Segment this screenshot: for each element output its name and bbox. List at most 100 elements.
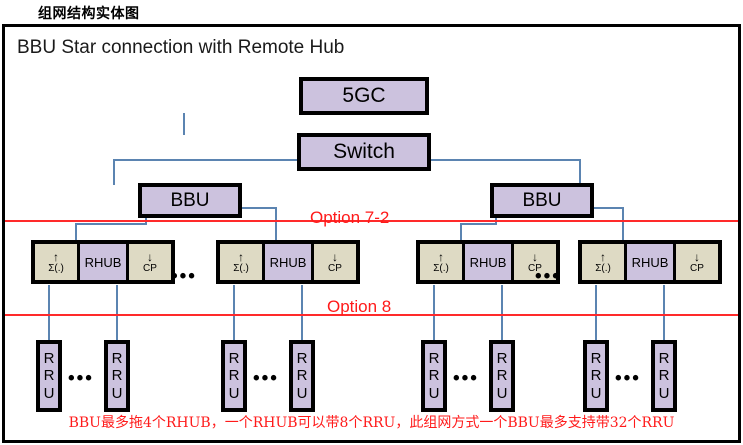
ellipsis-rru-group-1: ••• — [68, 368, 94, 389]
rru-3-letter-3: U — [228, 384, 240, 402]
rhub-1-downlink-cell: ↓ CP — [129, 244, 171, 280]
rru-4-letter-3: U — [296, 384, 308, 402]
rhub-2-uplink-cell: ↑ Σ(.) — [220, 244, 262, 280]
page-title: BBU Star connection with Remote Hub — [17, 37, 345, 58]
ellipsis-rru-group-2: ••• — [253, 368, 279, 389]
connector-rhub2-to-rru4 — [301, 285, 303, 341]
diagram-frame: BBU Star connection with Remote Hub — [2, 24, 741, 443]
bottom-note: BBU最多拖4个RHUB，一个RHUB可以带8个RRU，此组网方式一个BBU最多… — [68, 415, 675, 431]
connector-switch-bbu-right-vertical — [579, 159, 581, 185]
rhub-1-uplink-label: Σ(.) — [48, 262, 64, 274]
rru-8-letter-3: U — [658, 384, 670, 402]
page-caption: 组网结构实体图 — [38, 5, 140, 21]
rru-1-letter-1: R — [43, 350, 55, 368]
rhub-unit-4[interactable]: ↑ Σ(.) RHUB ↓ CP — [578, 240, 722, 284]
node-bbu-left-label: BBU — [170, 189, 210, 211]
connector-rhub3-to-rru6 — [501, 285, 503, 341]
connector-rhub3-to-rru5 — [433, 285, 435, 341]
down-arrow-icon: ↓ — [532, 249, 538, 264]
node-switch-label: Switch — [333, 140, 395, 163]
connector-bbu-left-to-rhub2-vertical — [275, 207, 277, 243]
connector-bbu-right-to-rhub3-vertical — [460, 223, 462, 243]
rru-7-letter-3: U — [590, 384, 602, 402]
connector-rhub1-to-rru2 — [116, 285, 118, 341]
rru-6-letter-2: R — [496, 367, 508, 385]
option-7-2-label: Option 7-2 — [310, 208, 390, 227]
rhub-1-core-cell: RHUB — [80, 244, 126, 280]
connector-rhub4-to-rru7 — [595, 285, 597, 341]
node-rru-8[interactable]: R R U — [651, 340, 677, 412]
rhub-unit-2[interactable]: ↑ Σ(.) RHUB ↓ CP — [216, 240, 360, 284]
node-bbu-right-label: BBU — [522, 189, 562, 211]
connector-switch-bbu-left-vertical — [113, 159, 115, 185]
rhub-4-uplink-label: Σ(.) — [595, 262, 611, 274]
option-8-label: Option 8 — [327, 297, 392, 316]
rhub-3-uplink-cell: ↑ Σ(.) — [420, 244, 462, 280]
rru-5-letter-2: R — [428, 367, 440, 385]
ellipsis-rhub-group-right: ••• — [535, 266, 561, 287]
rhub-2-core-cell: RHUB — [265, 244, 311, 280]
connector-bbu-left-to-rhub2-horizontal — [239, 207, 277, 209]
rru-3-letter-1: R — [228, 350, 240, 368]
ellipsis-rru-group-3: ••• — [453, 368, 479, 389]
rru-8-letter-1: R — [658, 350, 670, 368]
rru-2-letter-3: U — [111, 384, 123, 402]
rru-5-letter-1: R — [428, 350, 440, 368]
rhub-2-separator-left — [262, 244, 265, 280]
node-bbu-right[interactable]: BBU — [490, 183, 594, 218]
rhub-3-separator-right — [511, 244, 514, 280]
node-rru-7[interactable]: R R U — [583, 340, 609, 412]
rru-4-letter-1: R — [296, 350, 308, 368]
connector-rhub1-to-rru1 — [48, 285, 50, 341]
connector-rhub2-to-rru3 — [233, 285, 235, 341]
rhub-1-uplink-cell: ↑ Σ(.) — [35, 244, 77, 280]
connector-bbu-right-to-rhub3-horizontal — [460, 223, 497, 225]
down-arrow-icon: ↓ — [147, 249, 153, 264]
node-rru-4[interactable]: R R U — [289, 340, 315, 412]
down-arrow-icon: ↓ — [694, 249, 700, 264]
rru-7-letter-1: R — [590, 350, 602, 368]
node-rru-2[interactable]: R R U — [104, 340, 130, 412]
rhub-4-separator-right — [673, 244, 676, 280]
node-rru-1[interactable]: R R U — [36, 340, 62, 412]
rhub-1-separator-right — [126, 244, 129, 280]
rru-7-letter-2: R — [590, 367, 602, 385]
node-bbu-left[interactable]: BBU — [138, 183, 242, 218]
connector-bbu-left-to-rhub1-vertical — [75, 223, 77, 243]
rru-6-letter-3: U — [496, 384, 508, 402]
rhub-1-label: RHUB — [84, 254, 122, 270]
rhub-2-separator-right — [311, 244, 314, 280]
rhub-2-label: RHUB — [269, 254, 307, 270]
rru-3-letter-2: R — [228, 367, 240, 385]
rhub-3-downlink-label: CP — [528, 262, 542, 274]
node-switch[interactable]: Switch — [297, 133, 431, 171]
rhub-unit-1[interactable]: ↑ Σ(.) RHUB ↓ CP — [31, 240, 175, 284]
node-rru-3[interactable]: R R U — [221, 340, 247, 412]
node-rru-6[interactable]: R R U — [489, 340, 515, 412]
up-arrow-icon: ↑ — [600, 249, 606, 264]
node-5gc-label: 5GC — [342, 84, 386, 107]
connector-5gc-switch — [183, 113, 185, 135]
connector-switch-bbu-left-horizontal — [113, 159, 298, 161]
rru-5-letter-3: U — [428, 384, 440, 402]
down-arrow-icon: ↓ — [332, 249, 338, 264]
rhub-3-separator-left — [462, 244, 465, 280]
rru-1-letter-3: U — [43, 384, 55, 402]
rhub-1-downlink-label: CP — [143, 262, 157, 274]
connector-rhub4-to-rru8 — [663, 285, 665, 341]
rru-2-letter-1: R — [111, 350, 123, 368]
connector-bbu-right-to-rhub4-vertical — [622, 207, 624, 243]
rhub-2-downlink-cell: ↓ CP — [314, 244, 356, 280]
rru-4-letter-2: R — [296, 367, 308, 385]
rru-6-letter-1: R — [496, 350, 508, 368]
rhub-4-core-cell: RHUB — [627, 244, 673, 280]
rhub-4-separator-left — [624, 244, 627, 280]
node-5gc[interactable]: 5GC — [299, 77, 429, 115]
up-arrow-icon: ↑ — [238, 249, 244, 264]
rhub-unit-3[interactable]: ↑ Σ(.) RHUB ↓ CP — [416, 240, 560, 284]
connector-bbu-left-to-rhub1-horizontal — [75, 223, 147, 225]
rru-2-letter-2: R — [111, 367, 123, 385]
rru-1-letter-2: R — [43, 367, 55, 385]
node-rru-5[interactable]: R R U — [421, 340, 447, 412]
